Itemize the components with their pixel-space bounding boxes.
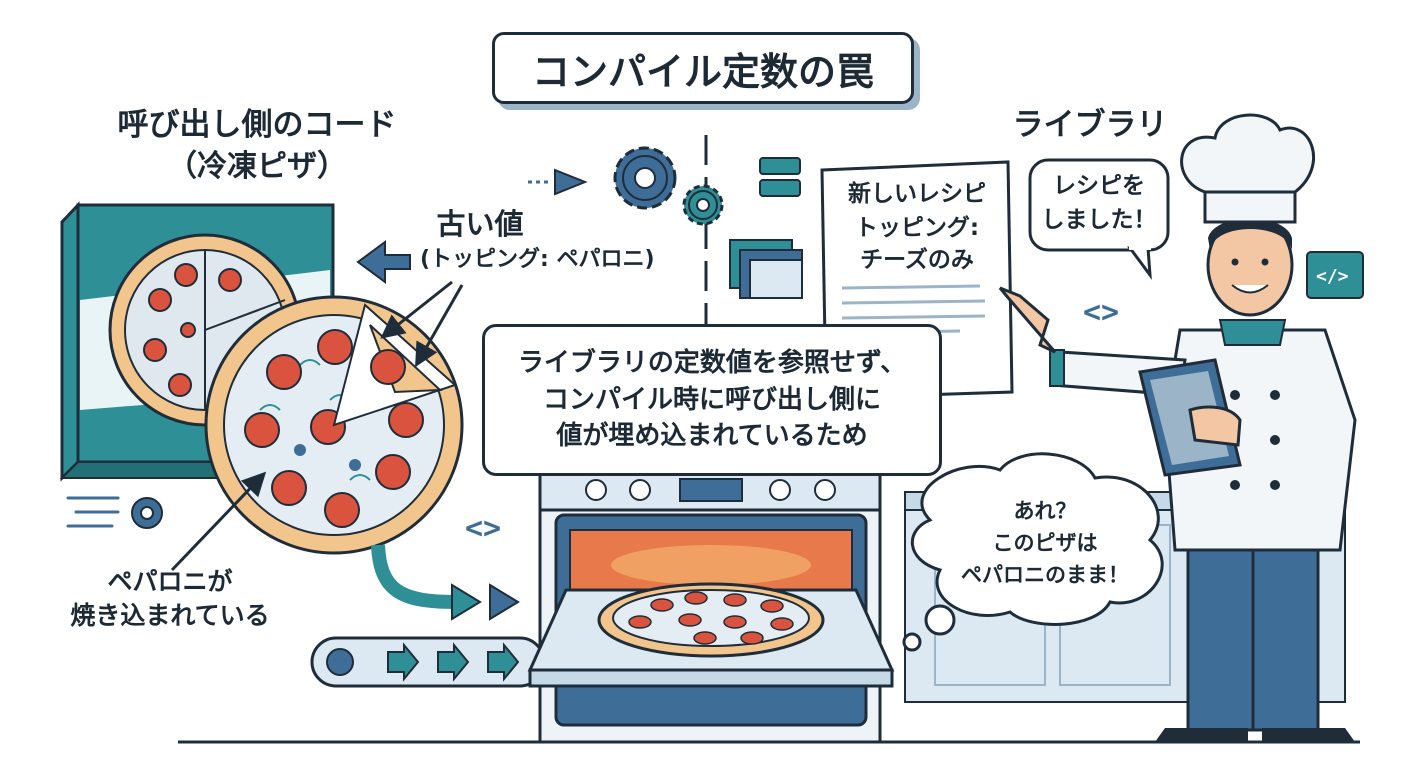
old-value-pointer-2 [418, 285, 462, 362]
baked-pizza [206, 297, 462, 553]
flow-arrow-head-2 [490, 585, 518, 619]
gear-icon [132, 498, 162, 528]
pizza-in-oven [599, 584, 823, 656]
explanation-box: ライブラリの定数値を参照せず、 コンパイル時に呼び出し側に 値が埋め込まれている… [482, 324, 942, 476]
chef-speech-line1: レシピを [1032, 172, 1166, 201]
explanation-line1: ライブラリの定数値を参照せず、 [518, 345, 906, 381]
baked-pointer [172, 476, 262, 570]
conveyor-belt [312, 638, 544, 686]
gear-icon-large [615, 148, 675, 208]
old-value-label: 古い値 [420, 206, 540, 243]
library-heading: ライブラリ [990, 106, 1190, 146]
svg-text:</>: </> [1316, 266, 1349, 287]
code-bracket-icon-2: <> [1083, 295, 1119, 330]
recipe-line2: トッピング: [832, 214, 1002, 243]
speed-lines-icon [68, 498, 118, 526]
explanation-line3: 値が埋め込まれているため [556, 418, 867, 454]
code-bracket-icon: <> [465, 511, 501, 546]
thought-line3: ペパロニのまま！ [950, 562, 1140, 589]
left-arrow [358, 242, 410, 282]
baked-label-line1: ペパロニが [40, 566, 300, 598]
code-folder-icon: </> [1307, 252, 1363, 298]
title-box: コンパイル定数の罠 [492, 32, 914, 104]
thought-line2: このピザは [950, 530, 1140, 557]
flow-arrow [378, 545, 455, 602]
explanation-line2: コンパイル時に呼び出し側に [543, 382, 881, 418]
baked-label-line2: 焼き込まれている [40, 600, 300, 632]
page-title: コンパイル定数の罠 [532, 41, 874, 96]
caller-subheading: （冷凍ピザ） [82, 148, 432, 186]
thought-line1: あれ？ [950, 498, 1140, 525]
old-value-detail: (トッピング: ペパロニ) [420, 246, 705, 274]
gear-icon-small [684, 186, 722, 224]
documents-icon [730, 240, 802, 298]
caller-heading: 呼び出し側のコード [82, 106, 432, 146]
recipe-line3: チーズのみ [832, 246, 1002, 275]
recipe-line1: 新しいレシピ [832, 180, 1002, 209]
speed-arrow-icon [528, 170, 585, 194]
server-icon [760, 158, 800, 196]
chef-speech-line2: しました！ [1032, 206, 1166, 235]
flow-arrow-head [452, 585, 480, 619]
